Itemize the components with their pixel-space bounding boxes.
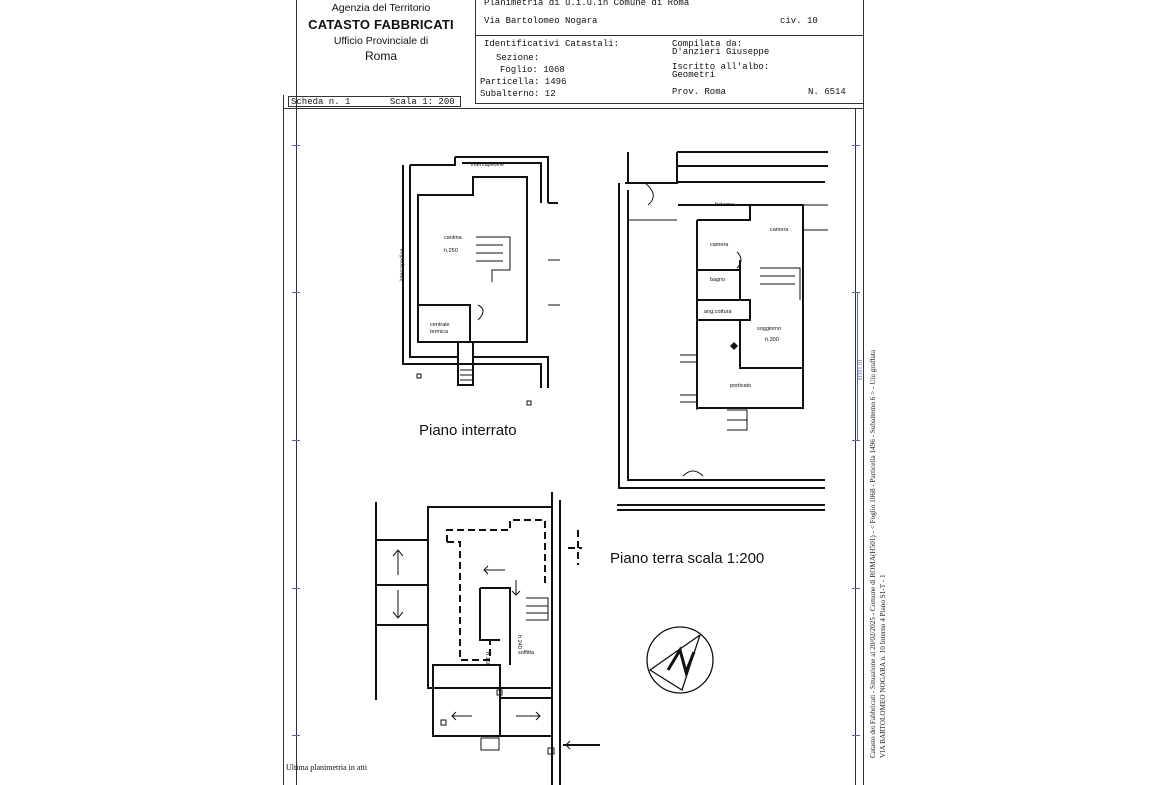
document-number: N. 6514 xyxy=(808,87,846,97)
room-label: h.150 xyxy=(483,652,490,666)
side-caption-line1: Catasto dei Fabbricati - Situazione al 2… xyxy=(869,349,877,758)
scheda-scale: Scala 1: 200 xyxy=(389,97,455,107)
iscritto-label: Iscritto all'albo: xyxy=(672,62,770,72)
entry-marker xyxy=(730,342,738,350)
margin-tick xyxy=(852,440,860,441)
catasto-title: CATASTO FABBRICATI xyxy=(308,17,454,32)
particella: Particella: 1496 xyxy=(480,77,567,87)
frame-right-line xyxy=(863,0,864,785)
frame-left-line xyxy=(296,0,297,785)
header-bottom-line xyxy=(475,103,863,104)
plan-label-interrato: Piano interrato xyxy=(419,422,517,439)
margin-tick xyxy=(852,145,860,146)
sezione: Sezione: xyxy=(496,53,540,63)
column-marker xyxy=(416,373,422,379)
room-label: soggiorno xyxy=(757,326,782,332)
room-label: h.240 xyxy=(515,635,522,649)
room-label: cantina xyxy=(444,235,462,241)
margin-tick xyxy=(292,735,300,736)
office-name: Ufficio Provinciale di xyxy=(333,35,429,47)
room-label: porticato xyxy=(730,383,752,389)
margin-tick xyxy=(292,145,300,146)
room-label: intercapedine xyxy=(399,248,406,282)
column-marker xyxy=(547,747,555,755)
column-marker xyxy=(496,689,503,696)
column-marker xyxy=(440,719,447,726)
plan-title: Planimetria di u.i.u.in Comune di Roma xyxy=(484,0,690,8)
room-label: ang.cottura xyxy=(704,309,732,315)
room-label: camera xyxy=(710,242,729,248)
room-label: h.250 xyxy=(444,248,458,254)
albo: Geometri xyxy=(672,70,716,80)
room-label: camera xyxy=(770,227,789,233)
address: Via Bartolomeo Nogara xyxy=(484,16,598,26)
margin-tick xyxy=(852,588,860,589)
sheet-top-line xyxy=(283,108,863,109)
room-label: bagno xyxy=(710,277,726,283)
column-marker xyxy=(526,400,532,406)
footer-last-plan: Ultima planimetria in atti xyxy=(286,763,368,772)
scheda-number: Scheda n. 1 xyxy=(291,97,351,107)
room-label: centrale termica xyxy=(430,322,450,335)
room-label: soffitta xyxy=(518,650,535,656)
frame-inner-right-line xyxy=(855,108,856,785)
plan-label-terra: Piano terra scala 1:200 xyxy=(610,550,765,567)
compilata-label: Compilata da: xyxy=(672,39,743,49)
foglio: Foglio: 1068 xyxy=(500,65,565,75)
margin-tick xyxy=(852,292,860,293)
office-city: Roma xyxy=(364,49,397,63)
side-caption-line2: VIA BARTOLOMEO NOGARA n. 10 Interno 4 Pi… xyxy=(879,574,887,758)
room-label: balcone xyxy=(715,202,735,208)
room-label: intercapedine xyxy=(471,162,505,168)
scheda-box: Scheda n. 1 Scala 1: 200 xyxy=(288,96,461,107)
margin-tick xyxy=(292,440,300,441)
identificativi-label: Identificativi Catastali: xyxy=(484,39,620,49)
header-divider-line xyxy=(475,0,476,104)
margin-tick xyxy=(292,588,300,589)
margin-tick xyxy=(292,292,300,293)
room-label: h.300 xyxy=(765,337,779,343)
header-row-line xyxy=(475,35,863,36)
subalterno: Subalterno: 12 xyxy=(480,89,556,99)
frame-outer-left-line xyxy=(283,95,284,785)
civic-number: civ. 10 xyxy=(780,16,818,26)
agency-name: Agenzia del Territorio xyxy=(331,2,431,14)
north-arrow-icon xyxy=(646,626,714,694)
compilata-name: D'anzieri Giuseppe xyxy=(672,47,770,57)
margin-tick xyxy=(852,735,860,736)
stamp-text: H501 01 xyxy=(858,359,864,380)
stamp-line xyxy=(857,292,858,440)
province: Prov. Roma xyxy=(672,87,727,97)
